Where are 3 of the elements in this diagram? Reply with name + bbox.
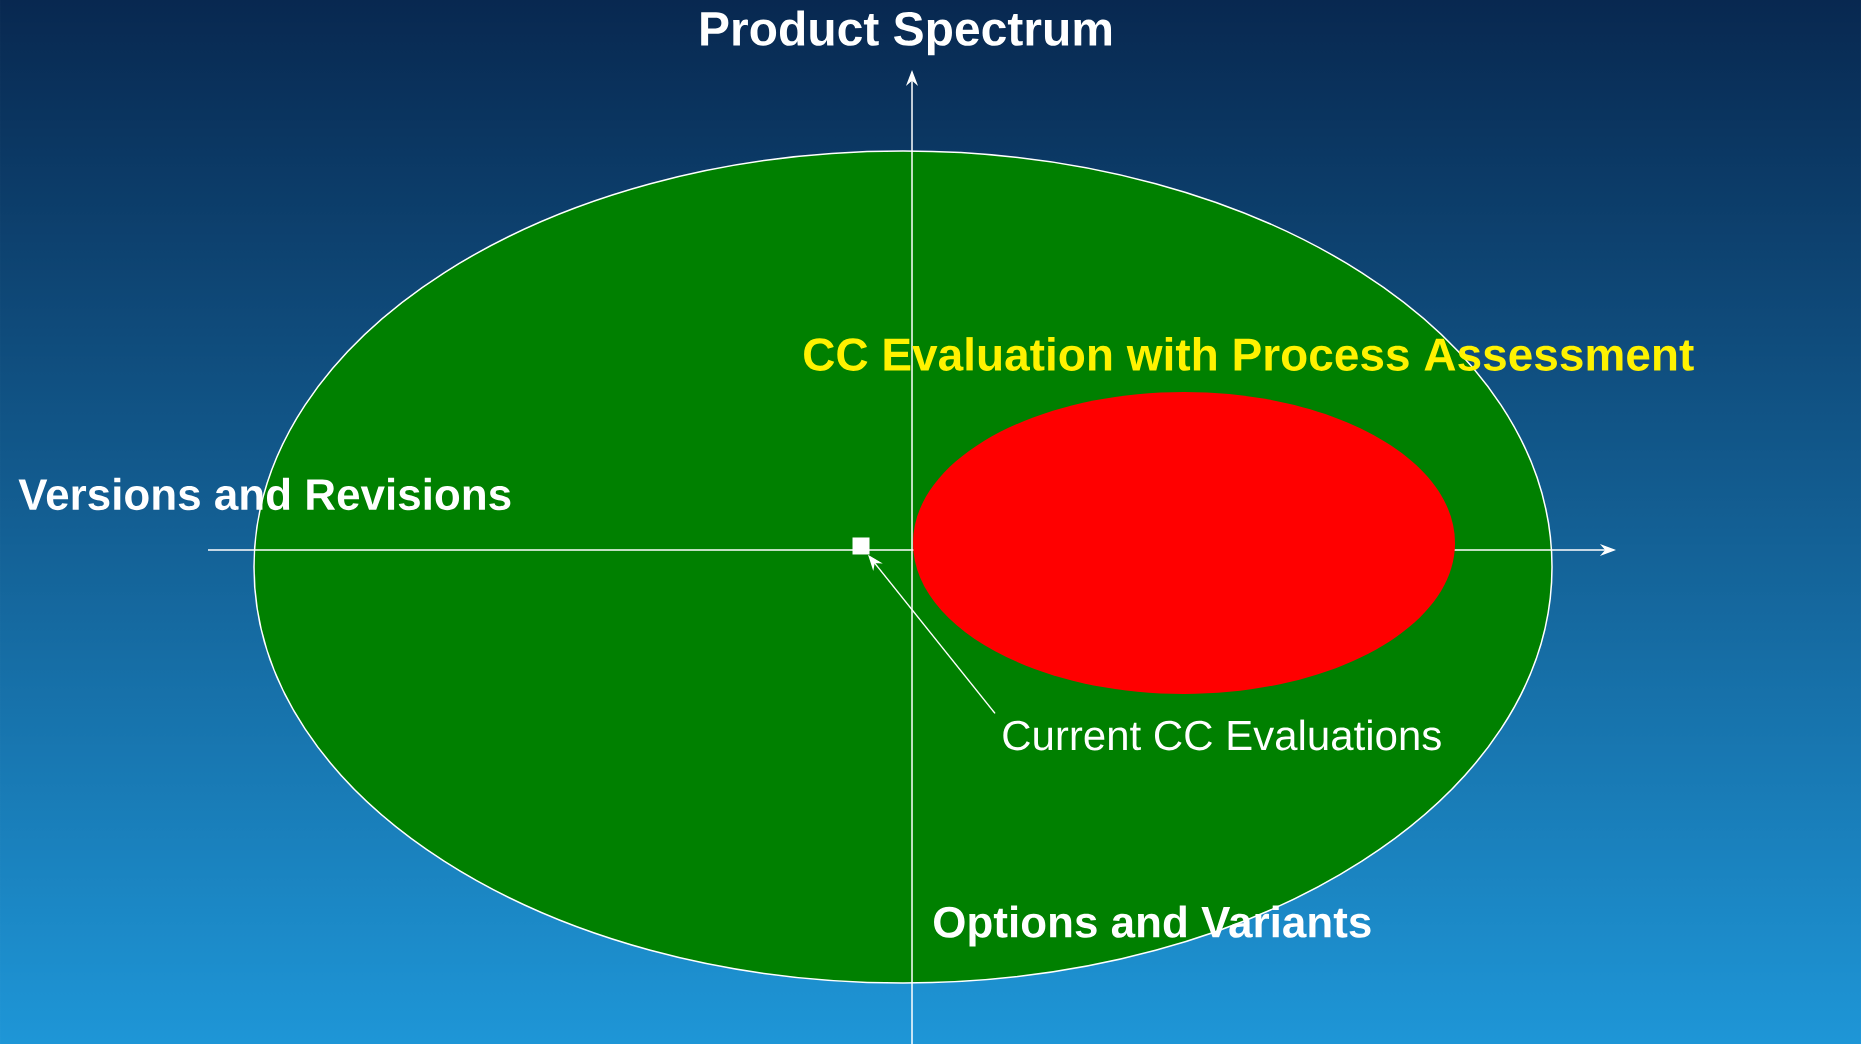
- axis-label: Product Spectrum: [701, 10, 1112, 56]
- annotation-text: Current CC Evaluations: [1003, 719, 1441, 751]
- inner-ellipse: [913, 392, 1455, 694]
